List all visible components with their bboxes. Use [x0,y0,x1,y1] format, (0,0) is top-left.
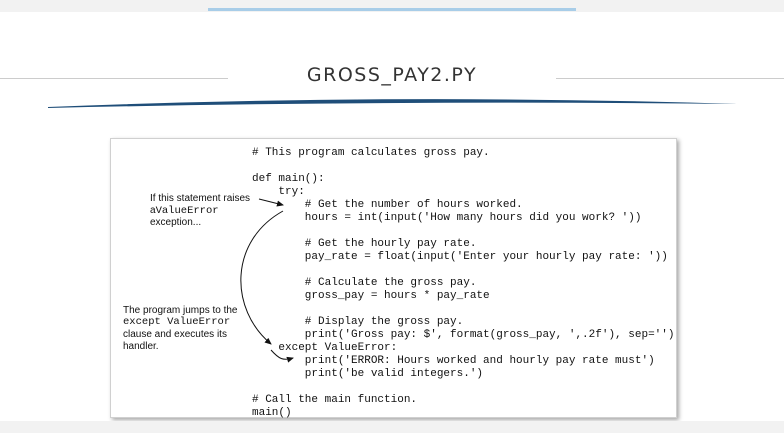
code-line: # Get the hourly pay rate. [252,238,477,250]
code-line: except ValueError: [252,342,398,354]
annotation-jump-line2: except ValueError [123,316,231,328]
code-line: # Display the gross pay. [252,316,464,328]
slide-title: GROSS_PAY2.PY [306,64,478,86]
code-line: print('ERROR: Hours worked and hourly pa… [252,355,655,367]
annotation-raise-line2: aValueError [150,205,219,217]
code-line: # Calculate the gross pay. [252,277,477,289]
code-line: # Get the number of hours worked. [252,199,523,211]
bottom-strip [0,421,784,433]
top-accent-bar [208,8,576,11]
code-line: # Call the main function. [252,394,418,406]
flow-arrows [240,198,294,363]
handler-arrow [270,349,294,363]
code-line: print('be valid integers.') [252,368,484,380]
annotation-raise-line1: If this statement raises [150,193,251,204]
title-rule-left [0,78,228,79]
title-swoosh [48,99,738,108]
raise-pointer-arrow [258,198,284,207]
slide: GROSS_PAY2.PY # This program calculates … [0,12,784,421]
title-rule-right [556,78,784,79]
annotation-raise-line3: exception... [150,217,202,228]
code-line: # This program calculates gross pay. [252,147,490,159]
code-line: pay_rate = float(input('Enter your hourl… [252,251,668,263]
code-line: hours = int(input('How many hours did yo… [252,212,642,224]
code-line: main() [252,407,292,419]
code-line: try: [252,186,305,198]
annotation-jump-line4: handler. [123,341,159,352]
annotation-jump-line3: clause and executes its [123,329,227,340]
code-line: gross_pay = hours * pay_rate [252,290,490,302]
code-line: print('Gross pay: $', format(gross_pay, … [252,329,675,341]
code-figure: # This program calculates gross pay. def… [110,138,677,419]
annotation-jump-line1: The program jumps to the [123,305,238,316]
jump-arrow [240,210,284,345]
code-line: def main(): [252,173,325,185]
